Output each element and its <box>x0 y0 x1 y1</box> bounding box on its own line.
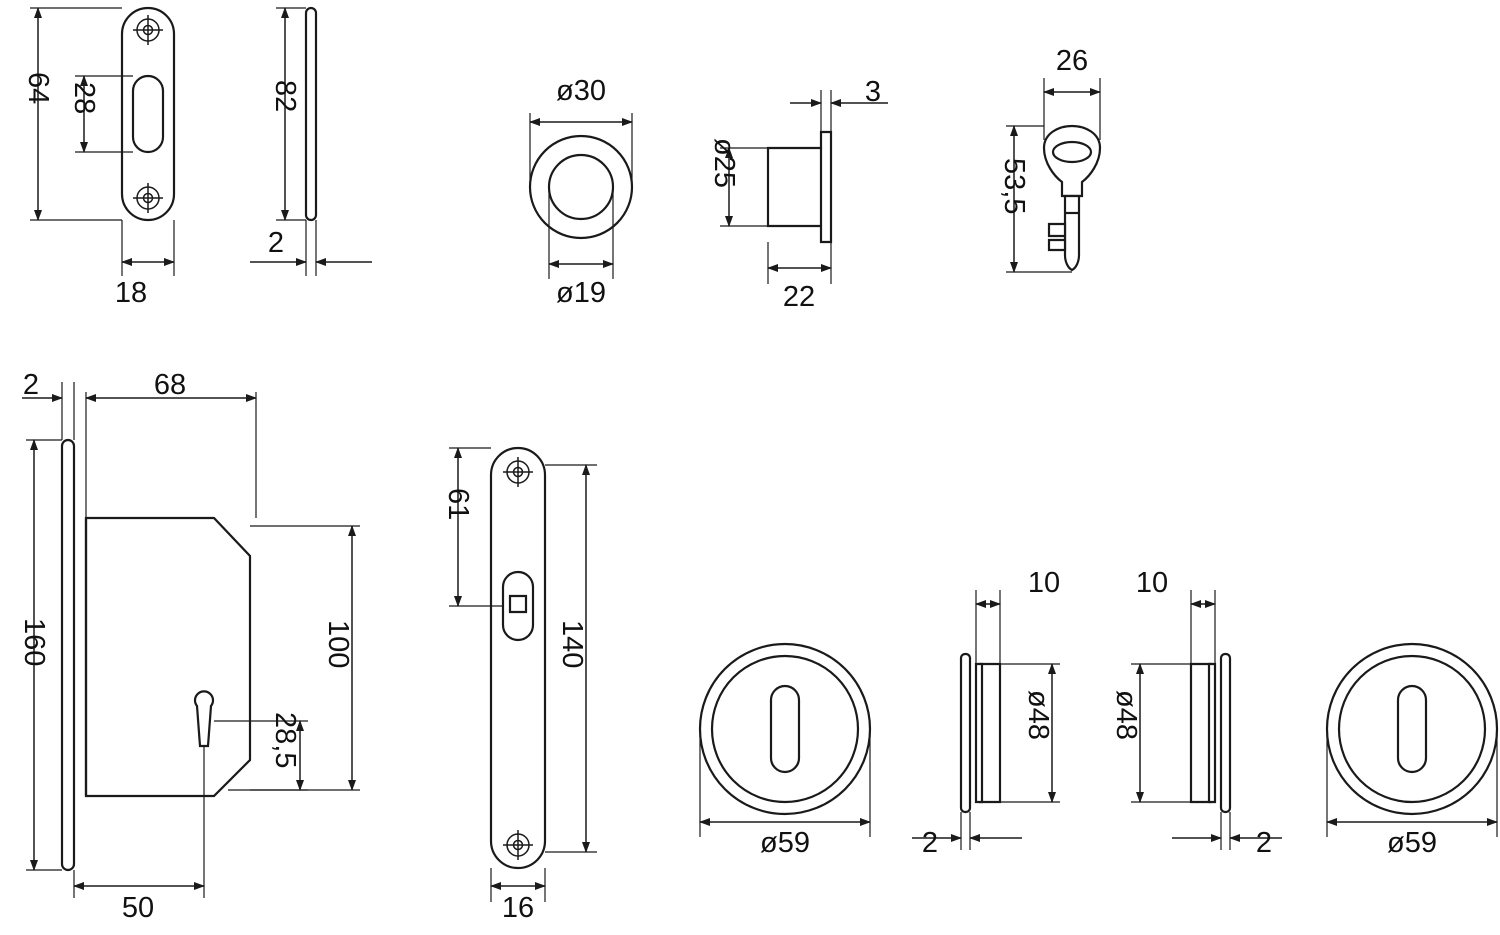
rosette-right-front-dims: ø59 <box>1326 729 1498 859</box>
rosette-section-right-dims: 10 ø48 2 <box>1110 567 1282 859</box>
faceplate-front-dims: 64 28 18 <box>22 7 175 309</box>
dim-label: ø59 <box>1387 827 1437 859</box>
dim-label: 64 <box>22 72 54 104</box>
rosette-section-right-view <box>1189 652 1232 814</box>
rosette-section-left-dims: 10 ø48 2 <box>912 567 1060 859</box>
dim-label: 18 <box>115 277 147 309</box>
dim-label: 82 <box>269 80 301 112</box>
faceplate-front-view <box>120 6 176 222</box>
dim-label: 160 <box>18 618 50 666</box>
dim-label: 50 <box>122 892 154 924</box>
rosette-left-front-dims: ø59 <box>699 729 871 859</box>
ring-side-view <box>766 130 833 244</box>
faceplate-side-dims: 82 2 <box>250 7 372 276</box>
rosette-left-front-view <box>698 642 872 816</box>
dim-label: 68 <box>154 369 186 401</box>
key-view <box>1042 124 1102 272</box>
lock-body-view <box>60 438 252 872</box>
dim-label: 22 <box>783 281 815 313</box>
dim-label: 2 <box>922 827 938 859</box>
dim-label: 140 <box>556 620 588 668</box>
dim-label: 26 <box>1056 45 1088 77</box>
dim-label: 2 <box>23 369 39 401</box>
dim-label: 3 <box>865 76 881 108</box>
key-dims: 26 53,5 <box>998 45 1101 273</box>
dim-label: 61 <box>442 488 474 520</box>
ring-side-dims: 3 ø25 22 <box>708 76 888 313</box>
dim-label: ø19 <box>556 277 606 309</box>
dim-label: ø48 <box>1022 690 1054 740</box>
dim-label: 10 <box>1136 567 1168 599</box>
faceplate-side-view <box>304 6 318 222</box>
dim-label: 100 <box>322 620 354 668</box>
rosette-right-front-view <box>1325 642 1499 816</box>
ring-front-view <box>528 134 634 240</box>
dim-label: 28,5 <box>269 712 301 768</box>
long-plate-view <box>489 446 547 870</box>
dim-label: 2 <box>1256 827 1272 859</box>
dim-label: ø25 <box>708 138 740 188</box>
dim-label: 28 <box>68 82 100 114</box>
dim-label: 16 <box>502 892 534 924</box>
dim-label: 53,5 <box>998 158 1030 214</box>
dim-label: ø59 <box>760 827 810 859</box>
dim-label: 2 <box>268 227 284 259</box>
ring-front-dims: ø30 ø19 <box>529 75 633 309</box>
lock-body-dims: 2 68 160 100 28,5 50 <box>18 369 360 924</box>
dim-label: ø48 <box>1110 690 1142 740</box>
rosette-section-left-view <box>959 652 1002 814</box>
dim-label: 10 <box>1028 567 1060 599</box>
long-plate-dims: 61 140 16 <box>442 447 597 924</box>
dim-label: ø30 <box>556 75 606 107</box>
